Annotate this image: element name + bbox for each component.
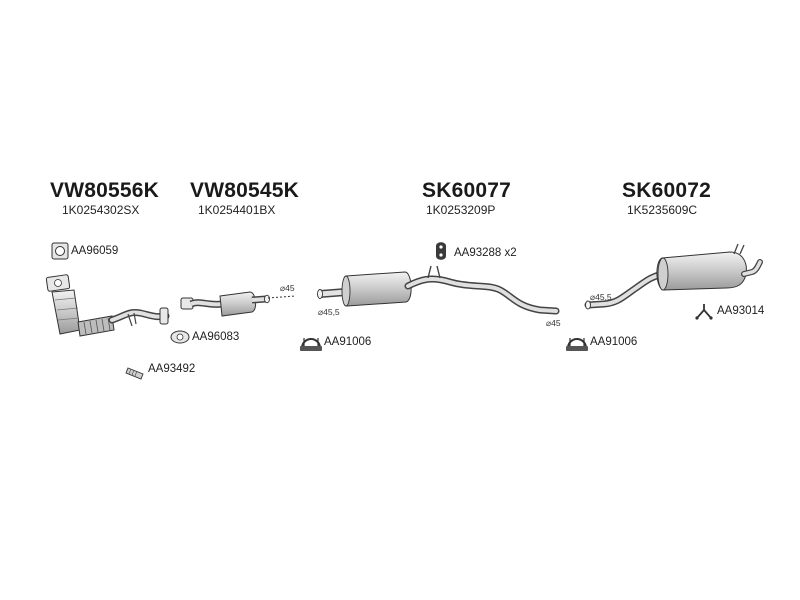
- square-gasket-icon: [51, 242, 69, 260]
- hanger-bracket-part-label: AA93014: [717, 305, 765, 317]
- section-part-number-4: 1K5235609C: [627, 203, 698, 217]
- section-part-number-2: 1K0254401BX: [198, 203, 276, 217]
- bolt-part-label: AA93492: [148, 363, 196, 375]
- pipe-clamp-icon: [566, 338, 588, 351]
- section-code-4: SK60072: [622, 179, 711, 202]
- middle-muffler-pipe[interactable]: [317, 265, 560, 315]
- connecting-tube[interactable]: [267, 295, 296, 299]
- hanger-bracket-icon: [695, 304, 713, 320]
- section-code-3: SK60077: [422, 179, 511, 202]
- bolt-icon: [125, 367, 144, 380]
- dimension-label: ⌀45: [280, 283, 295, 293]
- dimension-label: ⌀45,5: [318, 307, 340, 317]
- section-code-2: VW80545K: [190, 179, 299, 202]
- section-part-number-3: 1K0253209P: [426, 203, 496, 217]
- gasket-part-label: AA96059: [71, 245, 119, 257]
- gasket-part-label: AA96083: [192, 331, 240, 343]
- rear-muffler-pipe[interactable]: [584, 243, 763, 310]
- pipe-clamp-icon: [300, 338, 322, 351]
- rubber-mount-icon: [436, 242, 446, 260]
- clamp-part-label: AA91006: [324, 336, 372, 348]
- dimension-label: ⌀45: [546, 318, 561, 328]
- front-catalytic-converter-pipe[interactable]: [45, 274, 170, 337]
- clamp-part-label: AA91006: [590, 336, 638, 348]
- dimension-label: ⌀45,5: [590, 292, 612, 302]
- section-part-number-1: 1K0254302SX: [62, 203, 140, 217]
- rubber-mount-part-label: AA93288 x2: [454, 247, 517, 259]
- oval-gasket-icon: [170, 330, 190, 344]
- section-code-1: VW80556K: [50, 179, 159, 202]
- catalytic-converter[interactable]: [180, 291, 270, 317]
